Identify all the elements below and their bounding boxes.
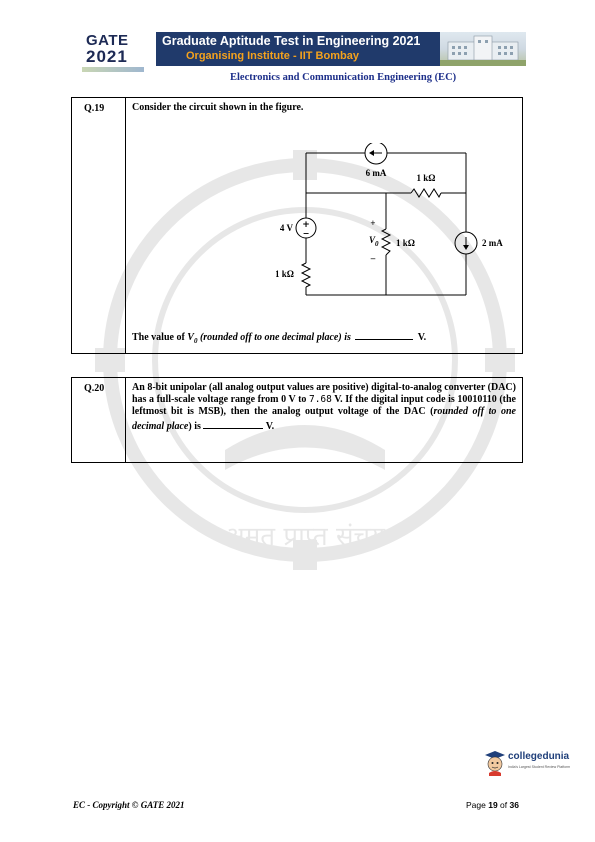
circuit-diagram: + − 6 mA 1 kΩ 4 V + V0 – 1 kΩ 2 mA 1 kΩ [276,143,503,296]
question-number: Q.20 [72,378,126,462]
page-header: GATE 2021 Graduate Aptitude Test in Engi… [72,32,526,74]
collegedunia-logo: collegedunia India's Largest Student Rev… [484,749,571,781]
svg-text:−: − [303,229,310,238]
question-19-box: Q.19 Consider the circuit shown in the f… [71,97,523,354]
label-minus: – [370,253,376,263]
paper-title: Electronics and Communication Engineerin… [230,72,457,83]
logo-year-text: 2021 [86,47,128,66]
iit-watermark-seal: अमृत प्राप्त संचय [95,150,515,570]
watermark-motto: अमृत प्राप्त संचय [225,522,386,552]
question-number: Q.19 [72,98,126,353]
iit-building-image [440,32,526,66]
building-icon [440,35,526,66]
label-top-resistor: 1 kΩ [417,173,436,183]
label-left-resistor: 1 kΩ [276,269,294,279]
label-v0: V0 [369,235,379,248]
voltage-source-icon: + − [302,220,310,238]
banner-subtitle: Organising Institute - IIT Bombay [186,50,359,62]
collegedunia-tagline: India's Largest Student Review Platform [508,765,571,769]
label-4v: 4 V [280,223,294,233]
logo-strip [82,67,144,72]
label-middle-resistor: 1 kΩ [396,238,415,248]
graduate-mascot-icon [485,751,505,776]
answer-blank[interactable] [355,330,414,340]
question-prompt: Consider the circuit shown in the figure… [132,102,304,113]
banner-title: Graduate Aptitude Test in Engineering 20… [162,34,421,48]
label-plus: + [370,218,375,228]
current-source-right-icon [463,237,469,250]
current-source-top-icon [369,150,382,156]
footer-page-number: Page 19 of 36 [466,800,519,810]
gate-logo: GATE 2021 [72,32,152,74]
header-banner: Graduate Aptitude Test in Engineering 20… [156,32,526,66]
answer-blank[interactable] [203,419,264,429]
question-19-answer-line: The value of V0 (rounded off to one deci… [132,330,427,345]
question-20-box: Q.20 An 8-bit unipolar (all analog outpu… [71,377,523,463]
question-body: Consider the circuit shown in the figure… [126,98,522,353]
label-2ma: 2 mA [482,238,503,248]
question-body: An 8-bit unipolar (all analog output val… [132,382,516,432]
svg-text:+: + [302,220,310,230]
footer-copyright: EC - Copyright © GATE 2021 [73,800,185,810]
collegedunia-name: collegedunia [508,751,570,762]
label-6ma: 6 mA [366,168,387,178]
logo-gate-text: GATE [86,32,129,49]
